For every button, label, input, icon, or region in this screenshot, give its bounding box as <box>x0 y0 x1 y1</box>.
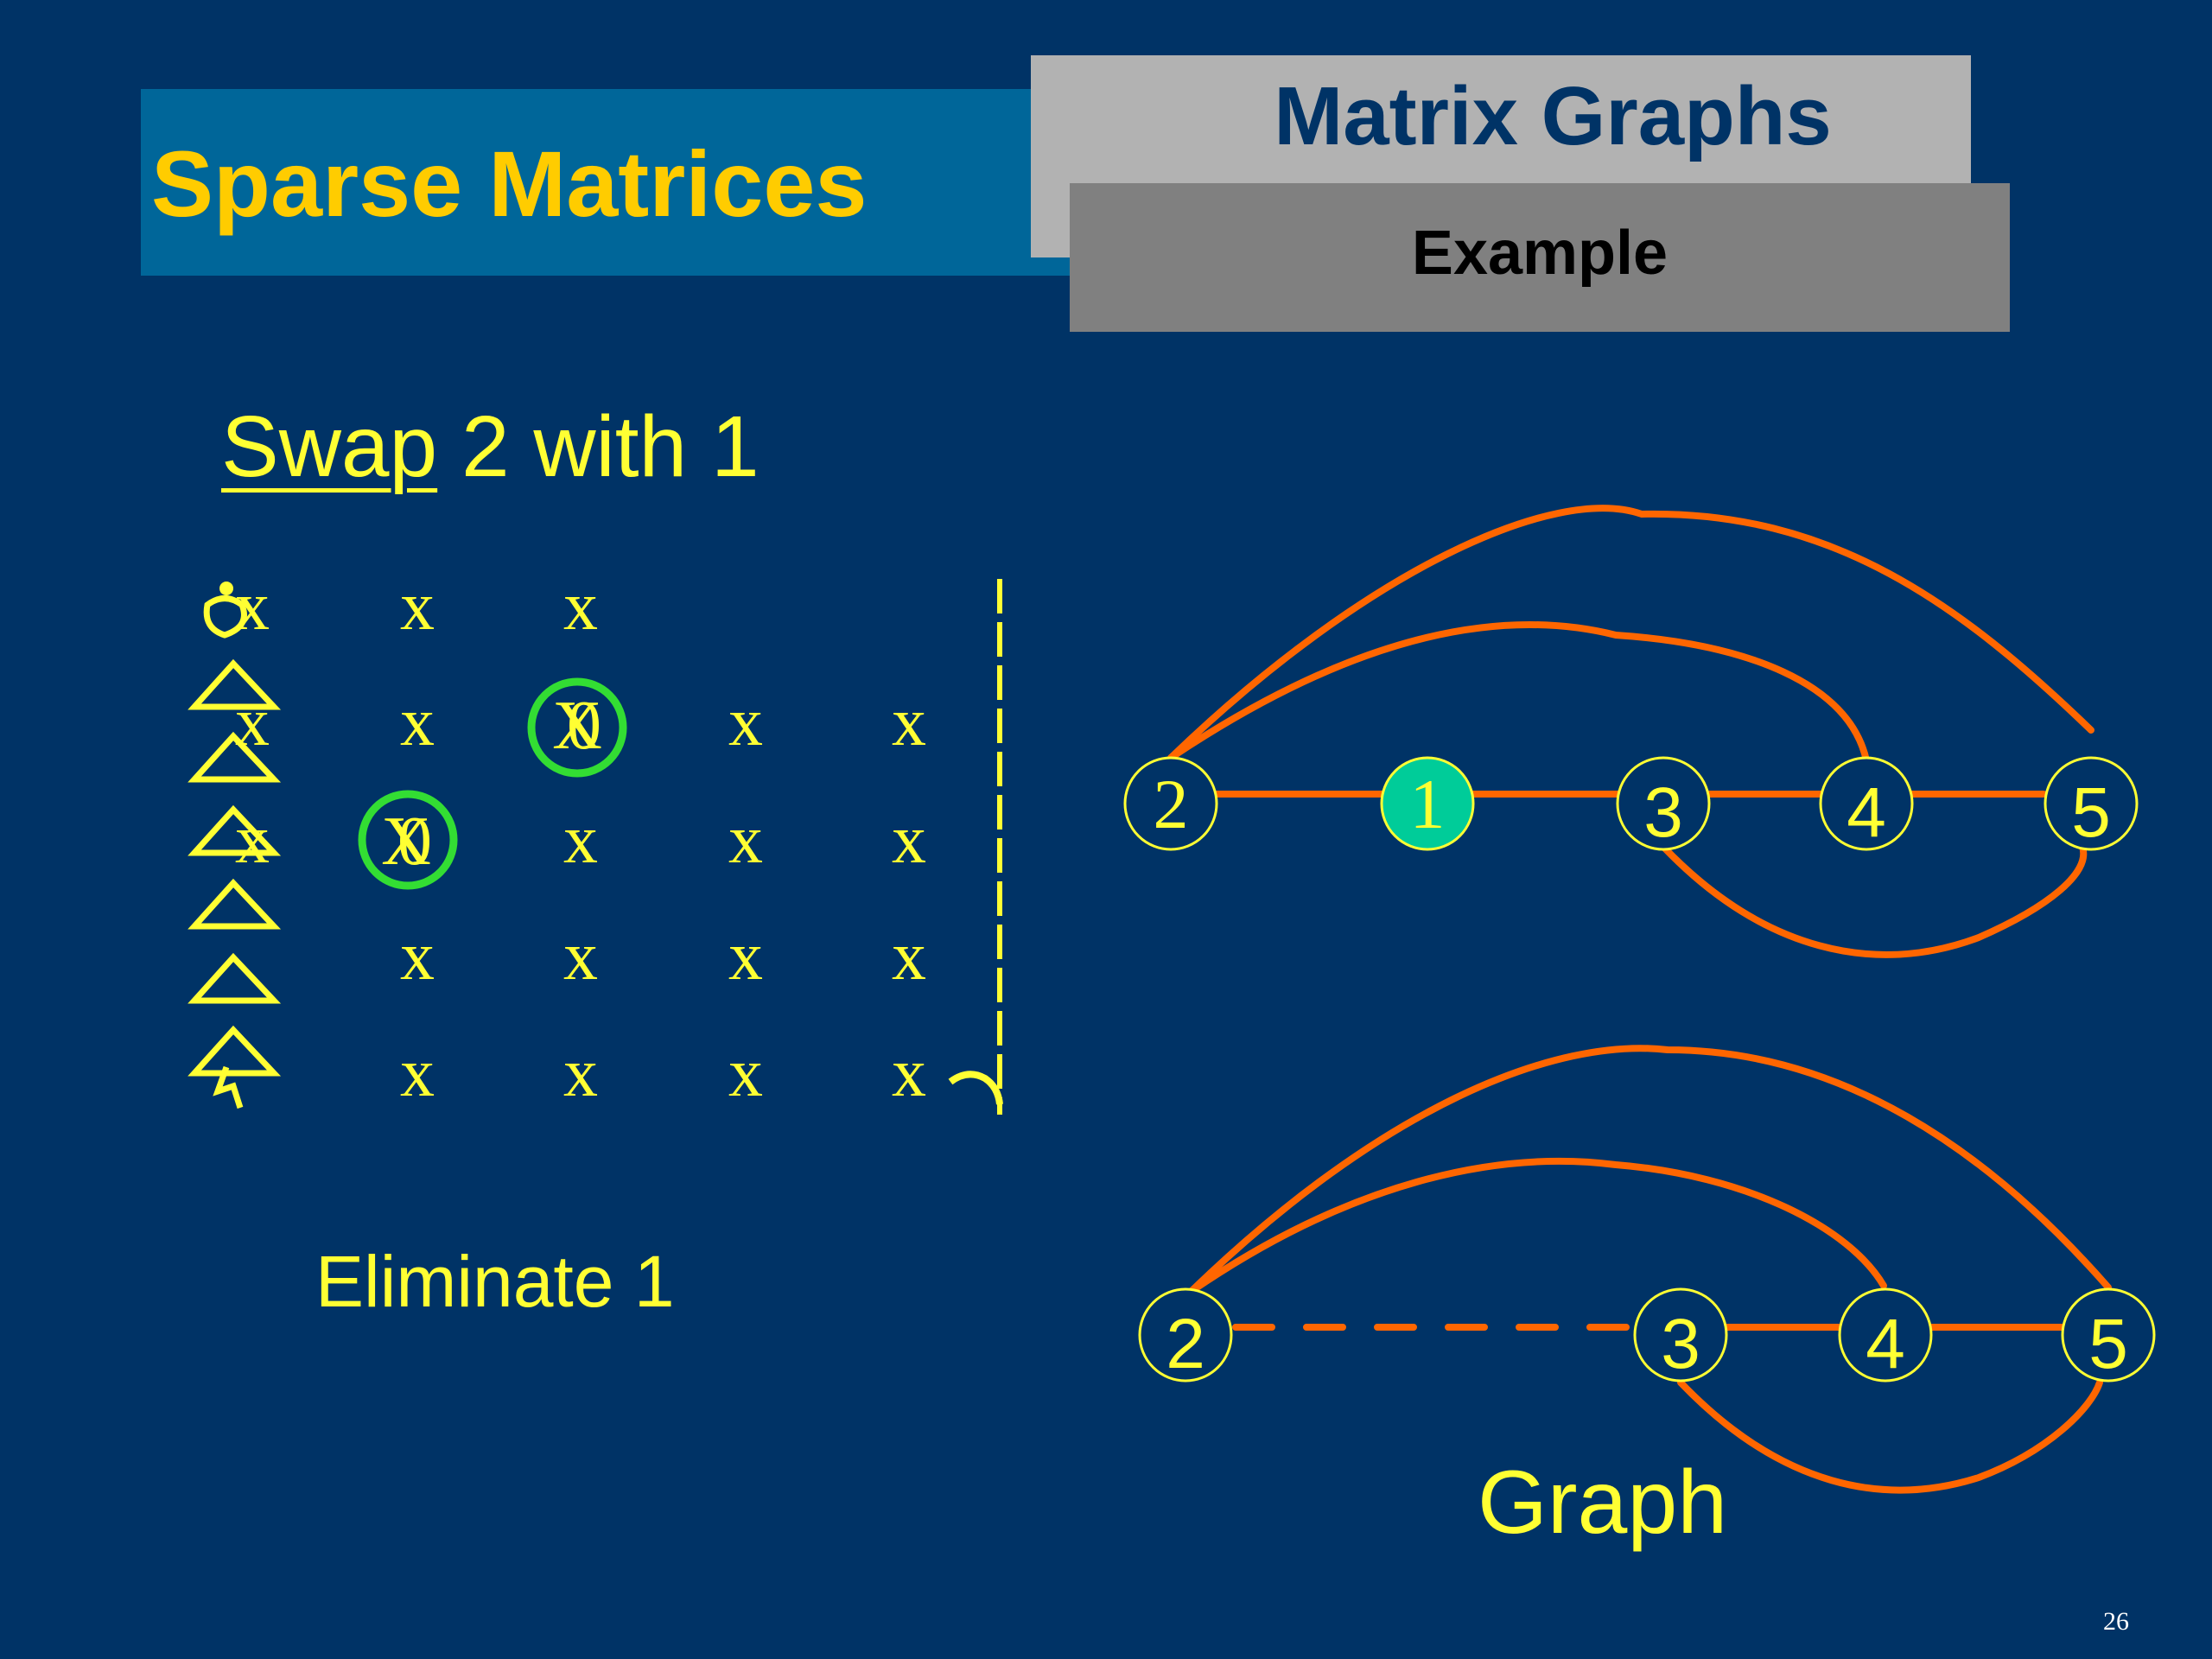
swap-heading: Swap 2 with 1 <box>221 397 760 497</box>
cell-r3-c1: x <box>400 918 435 995</box>
cell-r4-c3: x <box>728 1035 763 1111</box>
slide-title: Sparse Matrices <box>151 131 868 236</box>
graph2-node-5 <box>2061 1287 2156 1382</box>
graph1-nodes: 2 1 3 4 5 <box>1123 756 2139 852</box>
graph1-label-5: 5 <box>2071 773 2111 852</box>
graph2-node-2 <box>1138 1287 1233 1382</box>
cell-r2-c0: x <box>235 802 270 878</box>
cell-r1-c4: x <box>892 684 926 760</box>
graph1-label-2: 2 <box>1154 765 1189 843</box>
graph2-node-3 <box>1633 1287 1728 1382</box>
graph2-edges <box>1187 1045 2112 1494</box>
swap-link[interactable]: Swap <box>221 398 438 495</box>
cell-r1-c2: X <box>552 688 602 764</box>
graph2-node-4 <box>1838 1287 1933 1382</box>
graph2-label-4: 4 <box>1866 1305 1905 1383</box>
cell-r1-c1: x <box>400 684 435 760</box>
slide-subtitle: Matrix Graphs <box>1274 70 1832 162</box>
matrix-grid: x x x x x X x x x X x x x x x x x x x x … <box>235 569 926 1111</box>
cell-r2-c1: X <box>381 804 431 880</box>
graph-caption: Graph <box>1478 1452 1728 1553</box>
highlight-circle-r1c2 <box>527 677 627 778</box>
cell-r4-c1: x <box>400 1035 435 1111</box>
matrix-right-bracket <box>948 579 1003 1115</box>
cell-r2-c3: x <box>728 802 763 878</box>
graph1-node-2 <box>1123 756 1218 851</box>
cell-r0-c1: x <box>400 569 435 645</box>
graph1-label-4: 4 <box>1847 773 1886 852</box>
cell-r1-c3: x <box>728 684 763 760</box>
page-number: 26 <box>2103 1607 2129 1636</box>
cell-r3-c2: x <box>563 918 598 995</box>
cell-r2-c2: x <box>563 802 598 878</box>
eliminate-caption: Eliminate 1 <box>315 1241 675 1322</box>
title-banner <box>141 89 1083 276</box>
highlight-circle-r2c1 <box>358 790 458 890</box>
cell-r2-c4: x <box>892 802 926 878</box>
graph2-nodes: 2 3 4 5 <box>1138 1287 2156 1383</box>
graph1-label-3: 3 <box>1643 773 1683 852</box>
graph1-edges <box>1167 505 2094 958</box>
graph1-node-1 <box>1380 756 1475 851</box>
graph2-label-2: 2 <box>1166 1305 1205 1383</box>
cell-r3-c4: x <box>892 918 926 995</box>
cell-r4-c2: x <box>563 1035 598 1111</box>
graph1-node-4 <box>1819 756 1914 851</box>
section-label: Example <box>1411 219 1669 288</box>
cell-r3-c3: x <box>728 918 763 995</box>
swap-rest-text: 2 with 1 <box>437 398 760 495</box>
graph2-label-5: 5 <box>2088 1305 2128 1383</box>
circled-zero-r2c1: 0 <box>397 804 432 880</box>
graph2-label-3: 3 <box>1661 1305 1700 1383</box>
circled-zero-r1c2: 0 <box>567 688 601 764</box>
cell-r0-c2: x <box>563 569 598 645</box>
section-banner <box>1070 183 2010 332</box>
cell-r1-c0: x <box>235 684 270 760</box>
graph1-node-5 <box>2044 756 2139 851</box>
cell-r0-c0: x <box>235 569 270 645</box>
graph1-label-1: 1 <box>1410 765 1446 843</box>
cell-r4-c4: x <box>892 1035 926 1111</box>
graph1-node-3 <box>1616 756 1711 851</box>
matrix-left-bracket <box>188 582 282 1109</box>
